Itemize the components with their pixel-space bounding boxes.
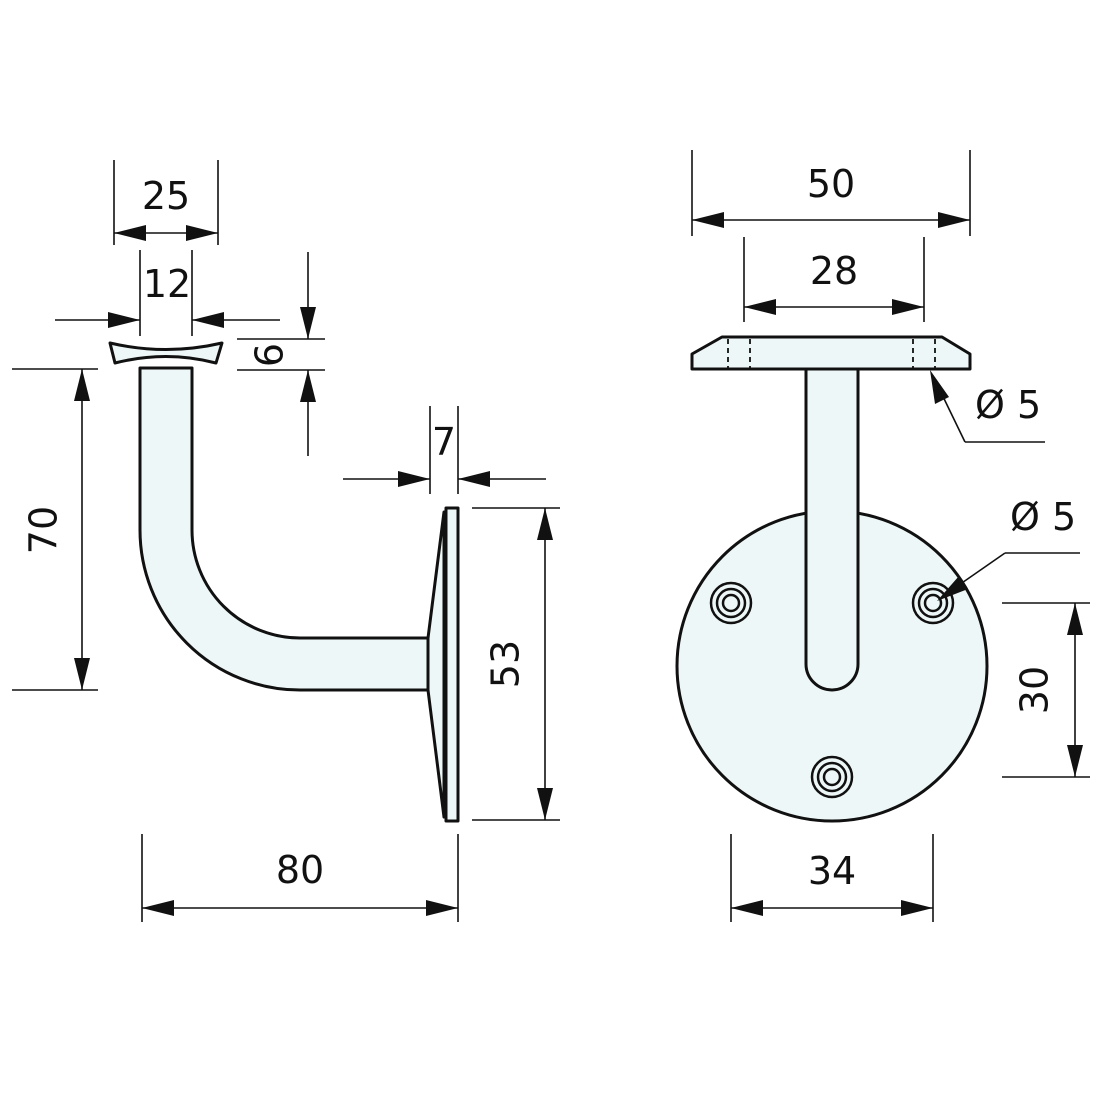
saddle-side [108,341,224,365]
dim-label-plate-hole: Ø 5 [1010,495,1076,539]
dimension-6: 6 [237,252,325,456]
saddle-front [690,335,972,371]
side-view: 25 12 6 70 [12,160,560,922]
dim-label-12: 12 [143,262,191,306]
dim-label-30: 30 [1013,666,1057,714]
dim-label-7: 7 [432,420,456,464]
front-view: 50 28 Ø 5 Ø 5 [675,150,1090,922]
bracket-arm [138,366,434,692]
dimension-50: 50 [691,150,971,236]
dimension-12: 12 [55,250,280,336]
dimension-34: 34 [730,834,934,922]
dim-label-28: 28 [810,249,858,293]
dim-label-34: 34 [808,849,856,893]
stem-front [804,368,860,692]
screw-hole-right [911,581,955,625]
dimension-28: 28 [743,237,925,322]
dim-label-80: 80 [276,848,324,892]
screw-hole-left [709,581,753,625]
dimension-70: 70 [12,368,98,691]
dimension-30: 30 [1002,602,1090,778]
dim-label-25: 25 [142,174,190,218]
dimension-7: 7 [343,406,546,494]
dimension-53: 53 [472,507,560,821]
mount-plate-side [444,506,460,823]
dim-label-50: 50 [807,162,855,206]
dim-label-70: 70 [22,506,66,554]
mount-flare [426,510,446,819]
dim-label-6: 6 [248,343,292,367]
screw-hole-bottom [810,755,854,799]
leader-saddle-hole: Ø 5 [930,370,1045,443]
dimension-25: 25 [113,160,219,245]
leader-plate-hole: Ø 5 [937,495,1080,601]
dim-label-saddle-hole: Ø 5 [975,383,1041,427]
dimension-80: 80 [141,834,459,922]
dim-label-53: 53 [484,640,528,688]
